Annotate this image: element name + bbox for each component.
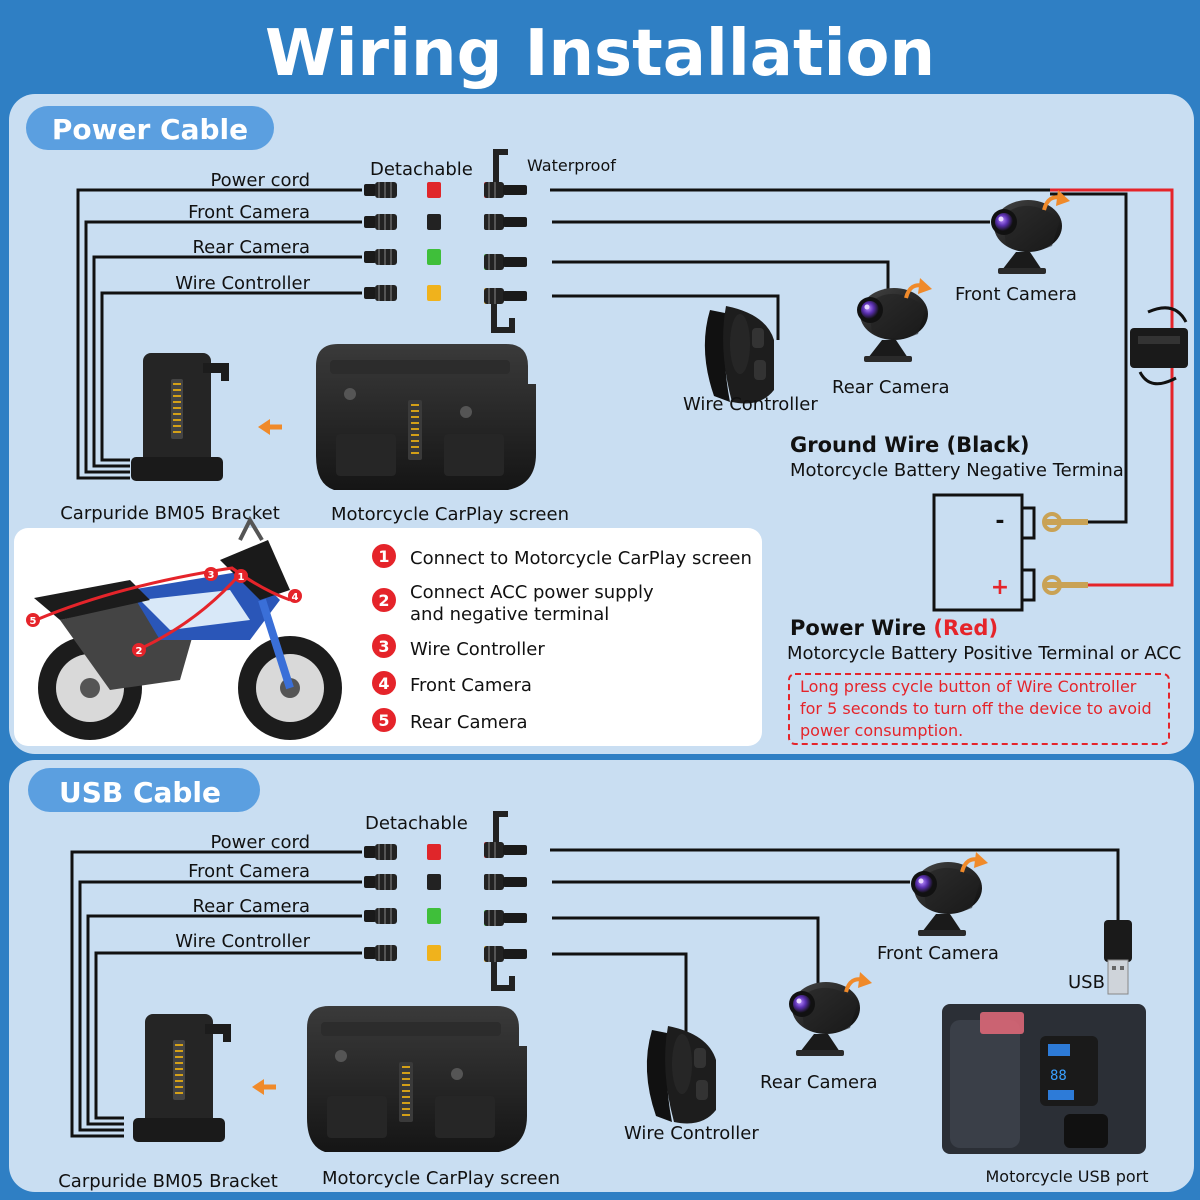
step-4-number: 4 — [378, 674, 389, 693]
ground-wire-title: Ground Wire (Black) — [790, 433, 1030, 457]
power-wire-title-text: Power Wire — [790, 616, 926, 640]
motorcycle-marker-5-text: 5 — [30, 616, 37, 627]
motorcycle-marker-1-text: 1 — [238, 572, 245, 583]
usb-cable-label-front-camera: Front Camera — [188, 861, 310, 882]
usb-front-camera-label: Front Camera — [877, 943, 999, 964]
ring-terminal-positive-icon — [1042, 575, 1088, 595]
motorcycle-marker-1: 1 — [234, 569, 248, 583]
power-carplay-screen-icon — [316, 344, 536, 490]
motorcycle-illustration — [34, 515, 342, 740]
power-connector-power-cord — [364, 149, 527, 198]
usb-bracket-arrow-icon — [252, 1079, 264, 1095]
step-2-number: 2 — [378, 591, 389, 610]
power-bracket-arrow-icon — [258, 419, 270, 435]
warning-line-3: power consumption. — [800, 721, 963, 740]
usb-cable-label-rear-camera: Rear Camera — [192, 896, 310, 917]
power-rear-camera-label: Rear Camera — [832, 377, 950, 398]
power-front-camera-label: Front Camera — [955, 284, 1077, 305]
power-bracket-label: Carpuride BM05 Bracket — [60, 503, 280, 524]
power-cable-label-front-camera: Front Camera — [188, 202, 310, 223]
usb-cable-panel — [9, 760, 1194, 1192]
page-title: Wiring Installation — [265, 17, 935, 91]
power-cable-pill — [26, 106, 274, 150]
usb-cable-pill — [28, 768, 260, 812]
warning-line-1: Long press cycle button of Wire Controll… — [800, 677, 1137, 696]
power-cable-label-wire-controller: Wire Controller — [175, 273, 310, 294]
battery-plus-label: + — [991, 575, 1009, 600]
power-detachable-label: Detachable — [370, 159, 473, 180]
svg-text:88: 88 — [1050, 1068, 1067, 1084]
step-4: 4 Front Camera — [372, 671, 532, 696]
step-2-text-line-1: Connect ACC power supply — [410, 582, 654, 603]
usb-cable-title: USB Cable — [59, 776, 221, 809]
power-cable-title: Power Cable — [52, 113, 248, 146]
motorcycle-marker-4-text: 4 — [292, 592, 299, 603]
power-left-wires — [76, 188, 362, 480]
usb-connector-front-camera — [364, 874, 527, 890]
warning-line-2: for 5 seconds to turn off the device to … — [800, 699, 1152, 718]
motorcycle-marker-2-text: 2 — [136, 646, 143, 657]
usb-screen-label: Motorcycle CarPlay screen — [322, 1168, 560, 1189]
ground-wire-desc: Motorcycle Battery Negative Terminal — [790, 460, 1129, 481]
power-screen-label: Motorcycle CarPlay screen — [331, 504, 569, 525]
power-cable-label-power-cord: Power cord — [210, 170, 310, 191]
motorcycle-marker-5: 5 — [26, 613, 40, 627]
waterproof-label: Waterproof — [527, 156, 616, 175]
step-5-text: Rear Camera — [410, 712, 528, 733]
power-cable-label-rear-camera: Rear Camera — [192, 237, 310, 258]
warning-box — [788, 673, 1170, 745]
usb-connector-power-cord — [364, 811, 527, 860]
step-4-text: Front Camera — [410, 675, 532, 696]
usb-detachable-label: Detachable — [365, 813, 468, 834]
step-2: 2 Connect ACC power supply and negative … — [372, 582, 654, 625]
battery-minus-label: - — [995, 509, 1004, 534]
power-wire-color-text: (Red) — [933, 616, 998, 640]
battery-icon — [932, 493, 1036, 612]
ring-terminal-negative-icon — [1042, 512, 1088, 532]
usb-bracket-label: Carpuride BM05 Bracket — [58, 1171, 278, 1192]
power-wire-title: Power Wire (Red) — [790, 616, 998, 640]
step-5: 5 Rear Camera — [372, 708, 528, 733]
power-right-wires — [550, 188, 1174, 587]
fuse-holder — [1130, 306, 1188, 386]
usb-cable-label-power-cord: Power cord — [210, 832, 310, 853]
usb-plug-icon — [1104, 920, 1132, 995]
power-wire-controller-label: Wire Controller — [683, 394, 818, 415]
usb-connector-wire-controller — [364, 945, 527, 991]
step-3-text: Wire Controller — [410, 639, 545, 660]
step-1: 1 Connect to Motorcycle CarPlay screen — [372, 544, 752, 569]
power-connector-front-camera — [364, 214, 527, 230]
usb-left-wires — [70, 850, 362, 1138]
usb-cable-label-wire-controller: Wire Controller — [175, 931, 310, 952]
usb-carplay-screen-icon — [307, 1006, 527, 1152]
usb-rear-camera-label: Rear Camera — [760, 1072, 878, 1093]
usb-wire-controller-label: Wire Controller — [624, 1123, 759, 1144]
step-3-number: 3 — [378, 637, 389, 656]
step-3: 3 Wire Controller — [372, 634, 545, 660]
power-connector-wire-controller — [364, 285, 527, 333]
step-1-number: 1 — [378, 547, 389, 566]
motorcycle-marker-3-text: 3 — [208, 570, 215, 581]
motorcycle-marker-3: 3 — [204, 567, 218, 581]
step-5-number: 5 — [378, 711, 389, 730]
motorcycle-marker-4: 4 — [288, 589, 302, 603]
usb-connector-rear-camera — [364, 908, 527, 926]
step-1-text: Connect to Motorcycle CarPlay screen — [410, 548, 752, 569]
motorcycle-usb-port-image: 88 — [942, 1004, 1146, 1154]
motorcycle-marker-2: 2 — [132, 643, 146, 657]
step-2-text-line-2: and negative terminal — [410, 604, 609, 625]
power-wire-desc: Motorcycle Battery Positive Terminal or … — [787, 643, 1181, 664]
usb-port-label: Motorcycle USB port — [985, 1167, 1148, 1186]
usb-label: USB — [1068, 972, 1105, 993]
power-connector-rear-camera — [364, 249, 527, 270]
usb-right-wires — [550, 848, 1120, 1038]
